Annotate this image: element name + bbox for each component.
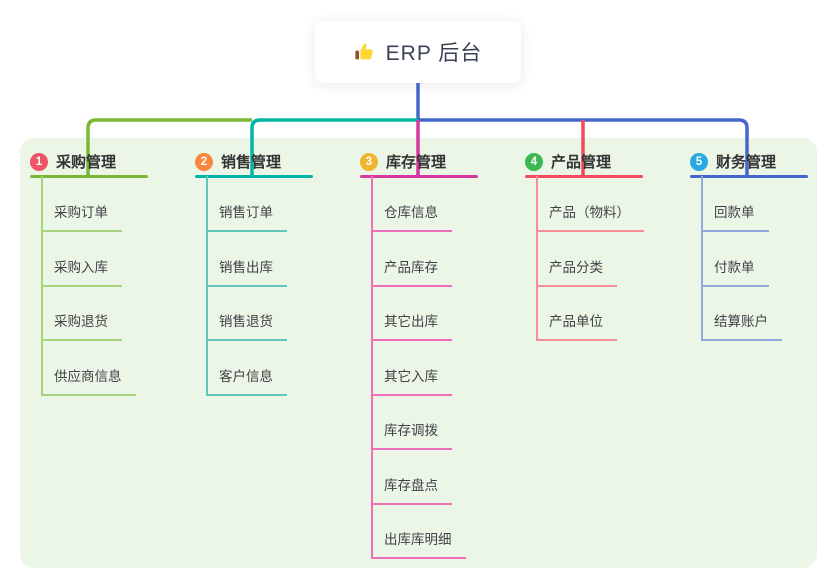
branch-number-badge: 4 [525, 152, 543, 171]
node-sales-return[interactable]: 销售退货 [206, 312, 287, 341]
branch-underline [525, 175, 643, 178]
branch-title: 库存管理 [386, 154, 447, 171]
node-product-category[interactable]: 产品分类 [536, 258, 617, 287]
node-receipt-doc[interactable]: 回款单 [701, 203, 769, 232]
branch-number-badge: 1 [30, 152, 48, 171]
node-purchase-return[interactable]: 采购退货 [41, 312, 122, 341]
children-connector-line [371, 176, 373, 559]
branch-title: 采购管理 [56, 154, 117, 171]
branch-number-badge: 5 [690, 152, 708, 171]
branch-underline [690, 175, 808, 178]
node-other-inbound[interactable]: 其它入库 [371, 367, 452, 396]
node-stock-count[interactable]: 库存盘点 [371, 476, 452, 505]
branch-number-badge: 3 [360, 152, 378, 171]
node-sales-order[interactable]: 销售订单 [206, 203, 287, 232]
branch-number-badge: 2 [195, 152, 213, 171]
node-product-material[interactable]: 产品（物料） [536, 203, 644, 232]
children-connector-line [536, 176, 538, 340]
node-stock-transfer[interactable]: 库存调拨 [371, 421, 452, 450]
node-product-unit[interactable]: 产品单位 [536, 312, 617, 341]
branch-title: 财务管理 [716, 154, 777, 171]
node-other-outbound[interactable]: 其它出库 [371, 312, 452, 341]
node-outbound-detail[interactable]: 出库库明细 [371, 530, 466, 559]
root-node-erp-backend[interactable]: ERP 后台 [315, 21, 521, 83]
node-supplier-info[interactable]: 供应商信息 [41, 367, 136, 396]
node-purchase-inbound[interactable]: 采购入库 [41, 258, 122, 287]
node-sales-outbound[interactable]: 销售出库 [206, 258, 287, 287]
root-node-label: ERP 后台 [385, 42, 483, 65]
node-purchase-order[interactable]: 采购订单 [41, 203, 122, 232]
node-payment-doc[interactable]: 付款单 [701, 258, 769, 287]
node-warehouse-info[interactable]: 仓库信息 [371, 203, 452, 232]
branches-background-panel [20, 138, 817, 568]
thumbs-up-icon [354, 41, 376, 63]
node-settlement-account[interactable]: 结算账户 [701, 312, 782, 341]
branch-underline [360, 175, 478, 178]
branch-title: 产品管理 [551, 154, 612, 171]
node-customer-info[interactable]: 客户信息 [206, 367, 287, 396]
branch-underline [30, 175, 148, 178]
children-connector-line [701, 176, 703, 340]
branch-title: 销售管理 [221, 154, 282, 171]
branch-underline [195, 175, 313, 178]
node-product-stock[interactable]: 产品库存 [371, 258, 452, 287]
